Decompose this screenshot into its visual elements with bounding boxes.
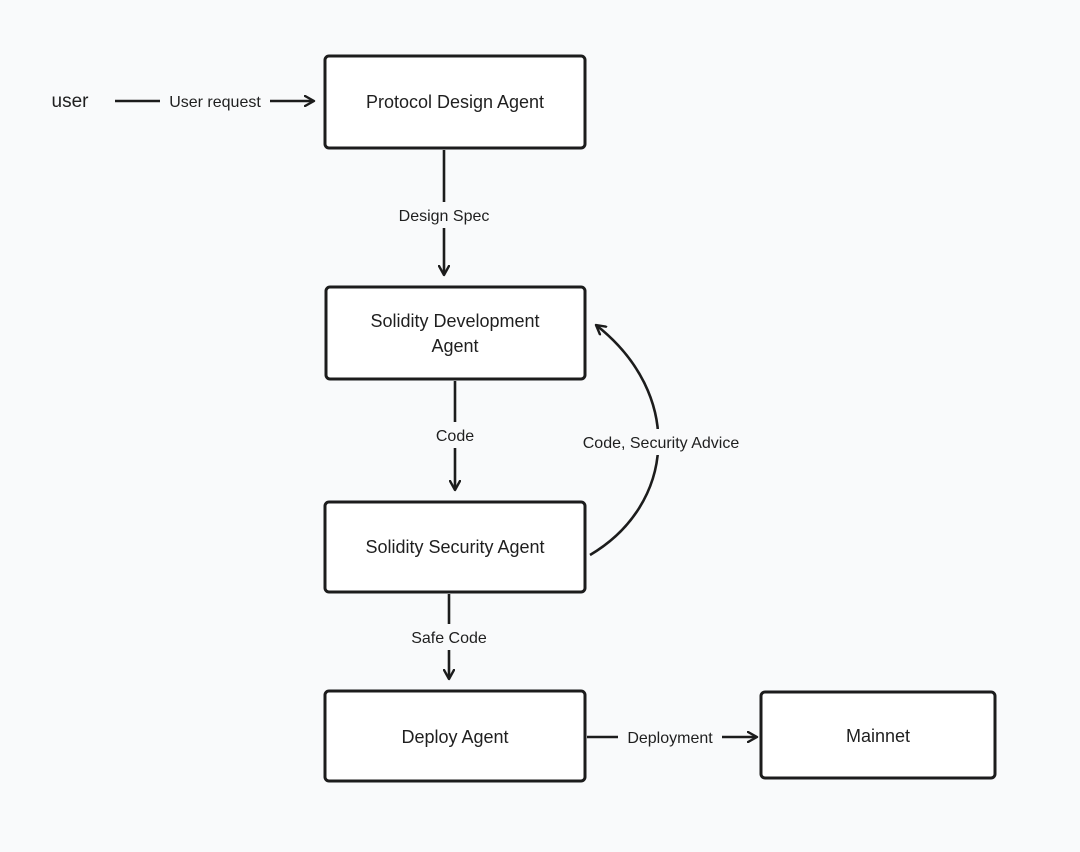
node-label-solidity-development-line2: Agent <box>431 336 478 356</box>
edge-label-deployment: Deployment <box>627 730 713 747</box>
node-protocol-design-agent: Protocol Design Agent <box>323 54 587 150</box>
edge-label-user-request: User request <box>169 94 261 111</box>
edge-label-code: Code <box>436 428 474 445</box>
node-deploy-agent: Deploy Agent <box>323 689 587 783</box>
node-label-deploy-agent: Deploy Agent <box>401 727 508 747</box>
node-solidity-development-agent: Solidity Development Agent <box>324 285 587 381</box>
edge-code: Code <box>427 381 483 490</box>
edge-user-request: User request <box>115 88 314 114</box>
node-mainnet: Mainnet <box>759 690 997 780</box>
edge-label-design-spec: Design Spec <box>399 208 490 225</box>
node-label-solidity-security-agent: Solidity Security Agent <box>365 537 544 557</box>
node-solidity-security-agent: Solidity Security Agent <box>323 500 587 594</box>
edge-label-safe-code: Safe Code <box>411 630 487 647</box>
edge-design-spec: Design Spec <box>390 150 498 275</box>
node-label-mainnet: Mainnet <box>846 726 910 746</box>
edge-safe-code: Safe Code <box>402 594 496 679</box>
edge-deployment: Deployment <box>587 724 757 750</box>
user-actor: user <box>52 91 90 112</box>
edge-feedback-loop: Code, Security Advice <box>573 325 749 557</box>
node-label-solidity-development-line1: Solidity Development <box>370 311 539 331</box>
edge-label-code-security-advice: Code, Security Advice <box>583 435 740 452</box>
node-label-protocol-design-agent: Protocol Design Agent <box>366 92 544 112</box>
